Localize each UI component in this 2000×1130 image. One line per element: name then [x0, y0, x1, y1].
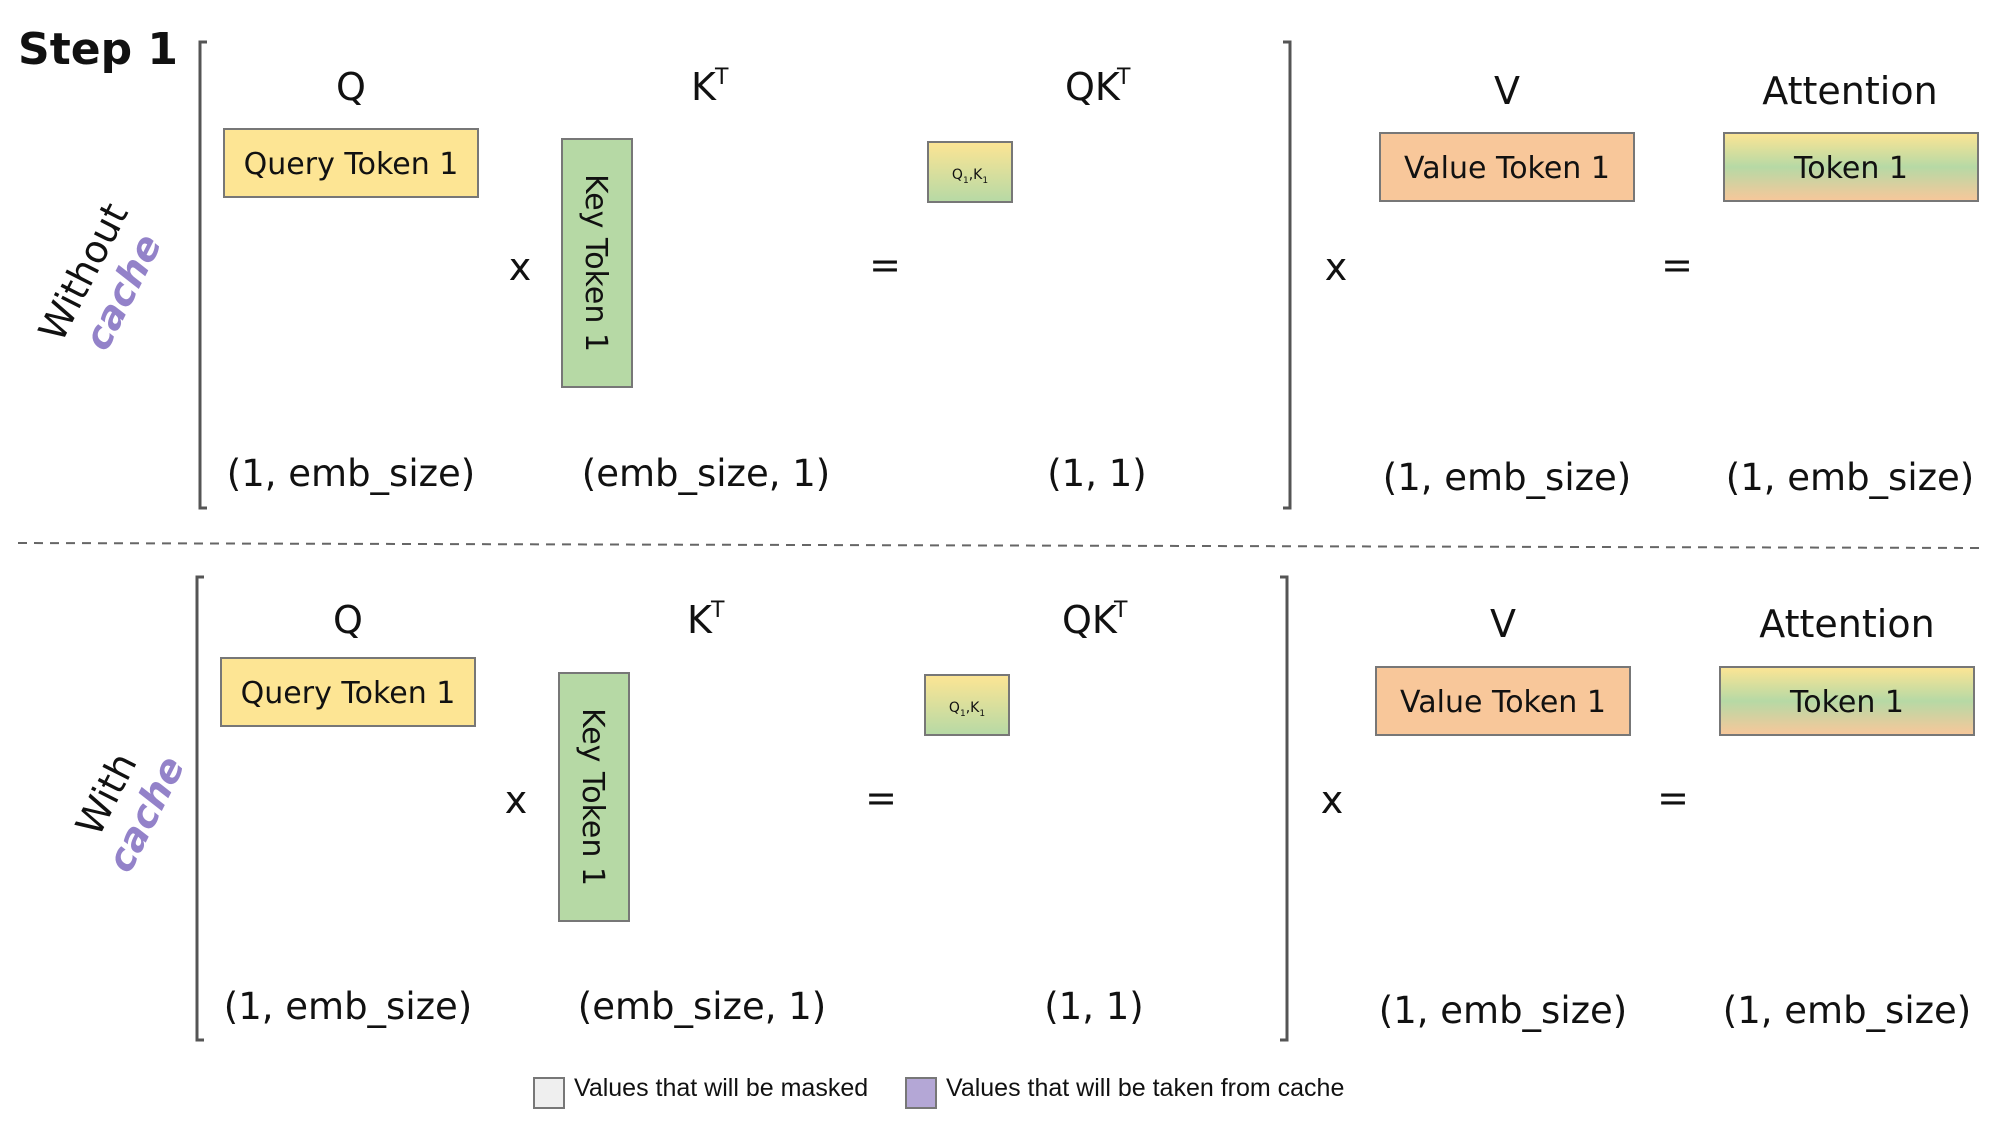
multiply-sign: x — [1325, 245, 1348, 289]
key-token-label: Key Token 1 — [578, 174, 613, 352]
bracket-left — [198, 40, 207, 510]
panel-without-cache: Without cache Q K T QK T V Attention Que… — [30, 40, 1979, 510]
svg-text:Q1,K1: Q1,K1 — [949, 700, 985, 719]
side-label-with-cache: With cache — [67, 746, 193, 879]
legend-swatch-cached — [905, 1077, 937, 1109]
query-token-label: Query Token 1 — [241, 676, 456, 711]
legend-label-masked: Values that will be masked — [574, 1074, 868, 1102]
query-token-label: Query Token 1 — [244, 147, 459, 182]
value-token-label: Value Token 1 — [1400, 685, 1606, 720]
header-k-transpose: K T — [691, 65, 729, 109]
header-q: Q — [333, 598, 363, 642]
attention-token-box: Token 1 — [1723, 132, 1979, 202]
multiply-sign: x — [505, 778, 528, 822]
qk-product-box: Q1,K1 — [927, 141, 1013, 203]
bracket-right — [1283, 40, 1292, 510]
dim-k: (emb_size, 1) — [578, 985, 826, 1028]
step-title: Step 1 — [18, 24, 178, 75]
side-label-without-cache: Without cache — [30, 196, 170, 357]
bracket-left — [195, 575, 204, 1042]
key-token-box: Key Token 1 — [558, 672, 630, 922]
qk-q-label: Q — [949, 700, 960, 716]
dim-qk: (1, 1) — [1047, 452, 1146, 495]
dim-attention: (1, emb_size) — [1726, 456, 1974, 499]
header-k-sup: T — [714, 65, 729, 90]
header-k: K — [691, 65, 717, 109]
dim-q: (1, emb_size) — [224, 985, 472, 1028]
multiply-sign: x — [1321, 778, 1344, 822]
legend-swatch-masked — [533, 1077, 565, 1109]
bracket-right — [1280, 575, 1289, 1042]
legend: Values that will be masked Values that w… — [533, 1074, 1344, 1109]
key-token-label: Key Token 1 — [575, 708, 610, 886]
header-qk: QK — [1062, 598, 1118, 642]
qk-q-label: Q — [952, 167, 963, 183]
attention-token-label: Token 1 — [1789, 685, 1904, 720]
value-token-label: Value Token 1 — [1404, 151, 1610, 186]
qk-k-sub: 1 — [982, 176, 988, 186]
key-token-box: Key Token 1 — [561, 138, 633, 388]
equals-sign: = — [869, 243, 901, 287]
legend-label-cached: Values that will be taken from cache — [946, 1074, 1344, 1102]
header-v: V — [1494, 69, 1520, 113]
attention-token-label: Token 1 — [1793, 151, 1908, 186]
dim-attention: (1, emb_size) — [1723, 989, 1971, 1032]
header-qk-sup: T — [1113, 598, 1128, 623]
multiply-sign: x — [509, 245, 532, 289]
equals-sign: = — [865, 776, 897, 820]
header-qk-transpose: QK T — [1065, 65, 1131, 109]
equals-sign: = — [1661, 243, 1693, 287]
qk-k-label: ,K — [969, 167, 983, 183]
dim-q: (1, emb_size) — [227, 452, 475, 495]
dim-v: (1, emb_size) — [1379, 989, 1627, 1032]
qk-k-sub: 1 — [979, 709, 985, 719]
header-k-sup: T — [710, 598, 725, 623]
dim-qk: (1, 1) — [1044, 985, 1143, 1028]
header-k-transpose: K T — [687, 598, 725, 642]
header-qk-transpose: QK T — [1062, 598, 1128, 642]
value-token-box: Value Token 1 — [1379, 132, 1635, 202]
query-token-box: Query Token 1 — [220, 657, 476, 727]
header-k: K — [687, 598, 713, 642]
header-attention: Attention — [1762, 69, 1937, 113]
panel-with-cache: With cache Q K T QK T V Attention Query … — [67, 575, 1975, 1042]
dim-v: (1, emb_size) — [1383, 456, 1631, 499]
dim-k: (emb_size, 1) — [582, 452, 830, 495]
qk-q-sub: 1 — [960, 709, 966, 719]
qk-q-sub: 1 — [963, 176, 969, 186]
header-qk: QK — [1065, 65, 1121, 109]
equals-sign: = — [1657, 776, 1689, 820]
qk-product-box: Q1,K1 — [924, 674, 1010, 736]
header-qk-sup: T — [1116, 65, 1131, 90]
svg-text:Q1,K1: Q1,K1 — [952, 167, 988, 186]
value-token-box: Value Token 1 — [1375, 666, 1631, 736]
qk-k-label: ,K — [966, 700, 980, 716]
panel-separator — [17, 542, 1986, 549]
header-attention: Attention — [1759, 602, 1934, 646]
query-token-box: Query Token 1 — [223, 128, 479, 198]
attention-token-box: Token 1 — [1719, 666, 1975, 736]
header-v: V — [1490, 602, 1516, 646]
header-q: Q — [336, 65, 366, 109]
